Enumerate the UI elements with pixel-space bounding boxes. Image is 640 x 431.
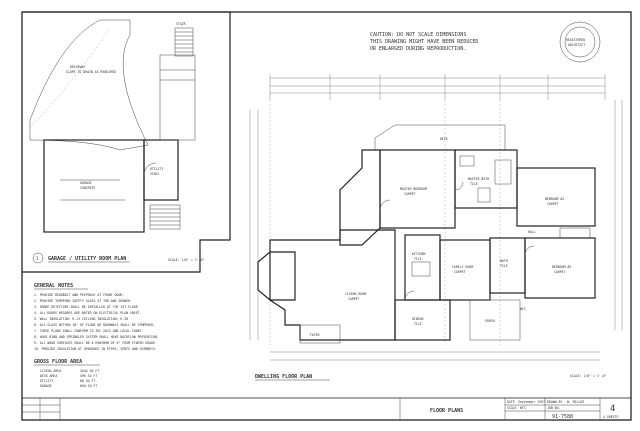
driveway-note: SLOPE TO DRAIN AS REQUIRED: [66, 70, 116, 74]
caution-line-1: CAUTION: DO NOT SCALE DIMENSIONS: [370, 32, 466, 38]
gross-floor-area: GROSS FLOOR AREA LIVING AREA 2044 SQ FT …: [34, 359, 100, 388]
general-note-10: 10. PROVIDE INSULATION AT OPENINGS IN PI…: [34, 347, 157, 351]
living-room-floor: CARPET: [348, 297, 360, 301]
bedroom-2-floor: CARPET: [547, 202, 559, 206]
caution-line-3: OR ENLARGED DURING REPRODUCTION.: [370, 46, 466, 52]
family-room-label: FAMILY ROOM: [452, 265, 473, 269]
title-block: FLOOR PLANS DATE September 1997 DRAWN BY…: [22, 398, 618, 420]
driveway-label: DRIVEWAY: [70, 65, 85, 69]
drawn-by-value: W. MILLER: [567, 400, 584, 404]
master-bedroom-floor: CARPET: [404, 192, 416, 196]
bedroom-2-walls: [516, 167, 596, 227]
garage-detail-number: 1: [36, 256, 39, 261]
master-bath-floor: TILE: [470, 182, 478, 186]
dwelling-plan: DECK MASTER BEDROOM CARPET MASTER BATH T…: [249, 74, 623, 381]
general-notes-title: GENERAL NOTES: [34, 283, 73, 289]
dwelling-plan-scale: SCALE: 1/8" = 1'-0": [570, 374, 607, 378]
dwelling-plan-title: DWELLING FLOOR PLAN: [255, 374, 312, 380]
drawn-by-label: DRAWN BY: [547, 400, 562, 404]
living-bay-window: [257, 251, 296, 301]
garage-stair-label: STAIR: [176, 22, 186, 26]
wic-label: WIC: [520, 307, 526, 311]
area-value-deck: 496 SQ FT: [80, 374, 97, 378]
general-note-7: 7. THESE PLANS SHALL CONFORM TO IRC 2015…: [34, 329, 143, 333]
bedroom-3-floor: CARPET: [554, 270, 566, 274]
sheet-title: FLOOR PLANS: [430, 408, 463, 414]
general-note-9: 9. ALL WOOD SURFACES SHALL BE A MINIMUM …: [34, 341, 157, 345]
area-value-utility: 88 SQ FT: [80, 379, 95, 383]
general-note-8: 8. HOSE BIBB AND SPRINKLER SYSTEM SHALL …: [34, 335, 159, 339]
kitchen-island: [411, 261, 431, 277]
utility-note: VINYL: [150, 172, 160, 176]
hall-label: HALL: [528, 230, 536, 234]
porch-label: PORCH: [485, 319, 495, 323]
scale-value: NTS: [520, 406, 526, 410]
area-label-living: LIVING AREA: [40, 369, 61, 373]
caution-line-2: THIS DRAWING MIGHT HAVE BEEN REDUCED: [370, 39, 478, 45]
garage-stair: [149, 27, 194, 230]
kitchen-floor: TILE: [414, 257, 422, 261]
deck-outline: [374, 124, 506, 151]
gross-floor-area-title: GROSS FLOOR AREA: [34, 359, 82, 365]
job-label: JOB NO.: [547, 406, 561, 410]
bath-label: BATH: [500, 259, 508, 263]
dining-floor: TILE: [414, 322, 422, 326]
general-note-2: 2. PROVIDE TEMPERED SAFETY GLASS AT TUB …: [34, 299, 132, 303]
utility-label: UTILITY: [150, 167, 164, 171]
general-note-5: 5. WALL INSULATION: R-13 CEILING INSULAT…: [34, 317, 128, 321]
sheet-number: 4: [610, 404, 615, 414]
garage-inset-frame: [22, 11, 231, 273]
area-value-garage: 650 SQ FT: [80, 384, 97, 388]
job-number: 91-7588: [552, 414, 573, 420]
porch-outline: [469, 299, 521, 341]
living-room-label: LIVING ROOM: [345, 292, 366, 296]
general-notes: GENERAL NOTES 1. PROVIDE DEADBOLT AND PE…: [34, 283, 159, 351]
general-note-3: 3. SMOKE DETECTORS SHALL BE INSTALLED AT…: [34, 305, 138, 309]
area-label-garage: GARAGE: [40, 384, 52, 388]
porch-area: [159, 54, 196, 141]
area-label-deck: DECK AREA: [40, 374, 57, 378]
garage-note: CONCRETE: [80, 186, 95, 190]
family-room-floor: CARPET: [454, 270, 466, 274]
bath-floor: TILE: [500, 264, 508, 268]
seal-line-1: REGISTERED: [566, 38, 585, 42]
bedroom-2-label: BEDROOM #2: [545, 197, 564, 201]
deck-label: DECK: [440, 137, 448, 141]
garage-plan: DRIVEWAY SLOPE TO DRAIN AS REQUIRED GARA…: [22, 11, 231, 273]
area-label-utility: UTILITY: [40, 379, 54, 383]
master-bath-label: MASTER BATH: [468, 177, 489, 181]
area-value-living: 2044 SQ FT: [80, 369, 99, 373]
kitchen-label: KITCHEN: [412, 252, 426, 256]
general-note-4: 4. ALL DOORS HEADERS ARE NOTED ON ELECTR…: [34, 311, 142, 315]
bedroom-3-label: BEDROOM #3: [552, 265, 571, 269]
garage-label: GARAGE: [80, 181, 92, 185]
master-bedroom-label: MASTER BEDROOM: [400, 187, 427, 191]
seal-line-2: ARCHITECT: [568, 43, 585, 47]
foyer-outline: [299, 324, 341, 344]
driveway-outline: [29, 19, 149, 151]
scale-label: SCALE: [507, 406, 517, 410]
caution-note: CAUTION: DO NOT SCALE DIMENSIONS THIS DR…: [370, 32, 478, 52]
garage-plan-title: GARAGE / UTILITY ROOM PLAN: [48, 256, 126, 262]
architect-seal: REGISTERED ARCHITECT: [559, 21, 601, 63]
foyer-label: FOYER: [310, 333, 320, 337]
general-note-1: 1. PROVIDE DEADBOLT AND PEEPHOLE AT FRON…: [34, 293, 124, 297]
date-value: September 1997: [518, 400, 545, 404]
detail-number-circle: [32, 252, 44, 264]
date-label: DATE: [507, 400, 515, 404]
general-note-6: 6. ALL GLASS WITHIN 18" OF FLOOR OR DOOR…: [34, 323, 155, 327]
sheet-count: 4 SHEETS: [603, 415, 618, 419]
dining-label: DINING: [412, 317, 424, 321]
garage-plan-scale: SCALE: 1/8" = 1'-0": [168, 258, 205, 262]
